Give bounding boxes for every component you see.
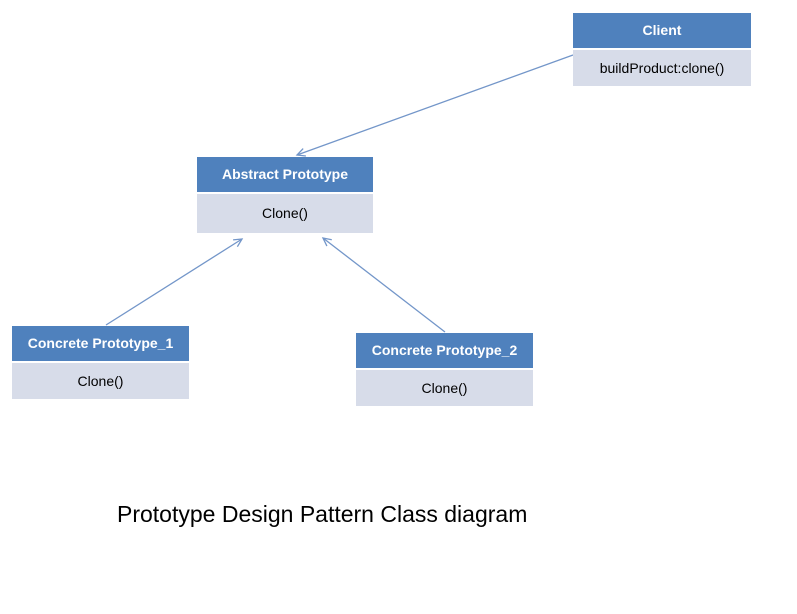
class-member-concrete-prototype-1: Clone()	[12, 363, 189, 399]
generalization-arrow-concrete-prototype-2-to-abstract-prototype	[321, 237, 446, 333]
diagram-title: Prototype Design Pattern Class diagram	[117, 501, 528, 527]
generalization-arrow-concrete-prototype-1-to-abstract-prototype	[105, 238, 244, 326]
association-arrow-client-to-abstract-prototype	[295, 54, 574, 157]
class-member-concrete-prototype-2: Clone()	[356, 370, 533, 406]
class-box-concrete-prototype-2: Concrete Prototype_2 Clone()	[356, 333, 533, 406]
class-name-concrete-prototype-1: Concrete Prototype_1	[12, 326, 189, 361]
class-box-concrete-prototype-1: Concrete Prototype_1 Clone()	[12, 326, 189, 399]
class-member-abstract-prototype: Clone()	[197, 194, 373, 233]
class-name-concrete-prototype-2: Concrete Prototype_2	[356, 333, 533, 368]
class-box-abstract-prototype: Abstract Prototype Clone()	[197, 157, 373, 233]
class-name-client: Client	[573, 13, 751, 48]
class-name-abstract-prototype: Abstract Prototype	[197, 157, 373, 192]
class-box-client: Client buildProduct:clone()	[573, 13, 751, 86]
class-member-client: buildProduct:clone()	[573, 50, 751, 86]
